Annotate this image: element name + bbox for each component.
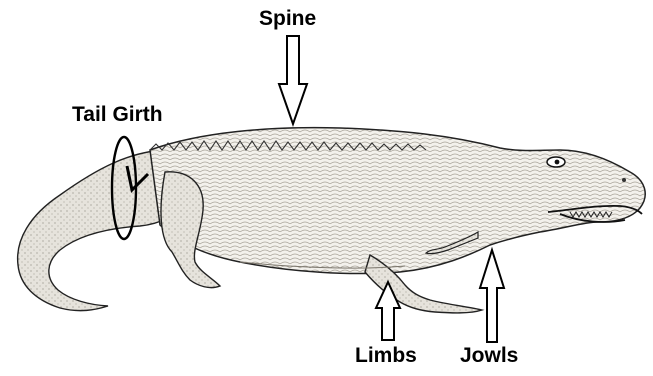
tail-girth-label: Tail Girth <box>72 104 163 125</box>
alligator-body <box>150 128 645 274</box>
spine-pointer-icon <box>279 36 307 124</box>
jowls-label: Jowls <box>460 345 518 366</box>
limbs-label: Limbs <box>355 345 417 366</box>
jowls-pointer-icon <box>480 250 504 342</box>
spine-label: Spine <box>259 8 316 29</box>
nostril-icon <box>622 178 626 182</box>
